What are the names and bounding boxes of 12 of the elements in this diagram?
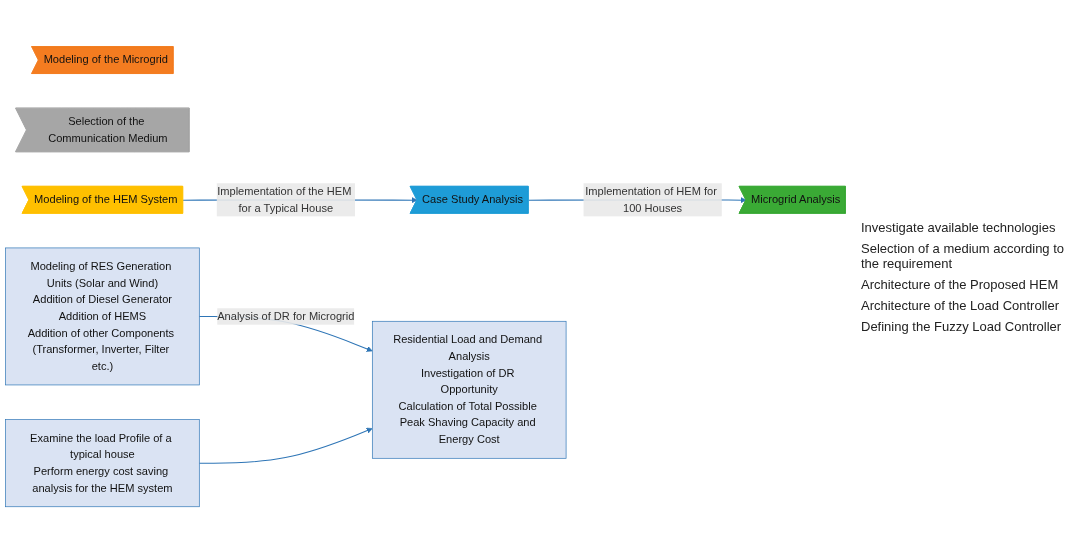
note-text: Architecture of the Load Controller [861,298,1060,313]
note-text: Investigate available technologies [861,220,1057,235]
edge-label: Implementation of HEM for 100 Houses [585,185,717,215]
node-box: Modeling of RES Generation Units (Solar and Wind) Addition of Diesel Generator Addition of HEMS Addition of other Components (Transformer, Inverter, Filter etc.) [5,247,200,386]
note-text: Defining the Fuzzy Load Controller [861,319,1063,334]
arrow [198,428,373,465]
node-box: Residential Load and Demand Analysis Investigation of DR Opportunity Calculation of Total Possible Peak Shaving Capacity and Energy Cost [371,321,567,459]
edge-label: Analysis of DR for Microgrid [217,310,355,323]
node-box: Examine the load Profile of a typical house Perform energy cost saving analysis for the HEM system [5,419,200,508]
note-text: Architecture of the Proposed HEM [861,277,1060,292]
edge-label: Implementation of the HEM for a Typical House [217,185,352,215]
note-text: Selection of a medium according to the requirement [861,241,1066,271]
